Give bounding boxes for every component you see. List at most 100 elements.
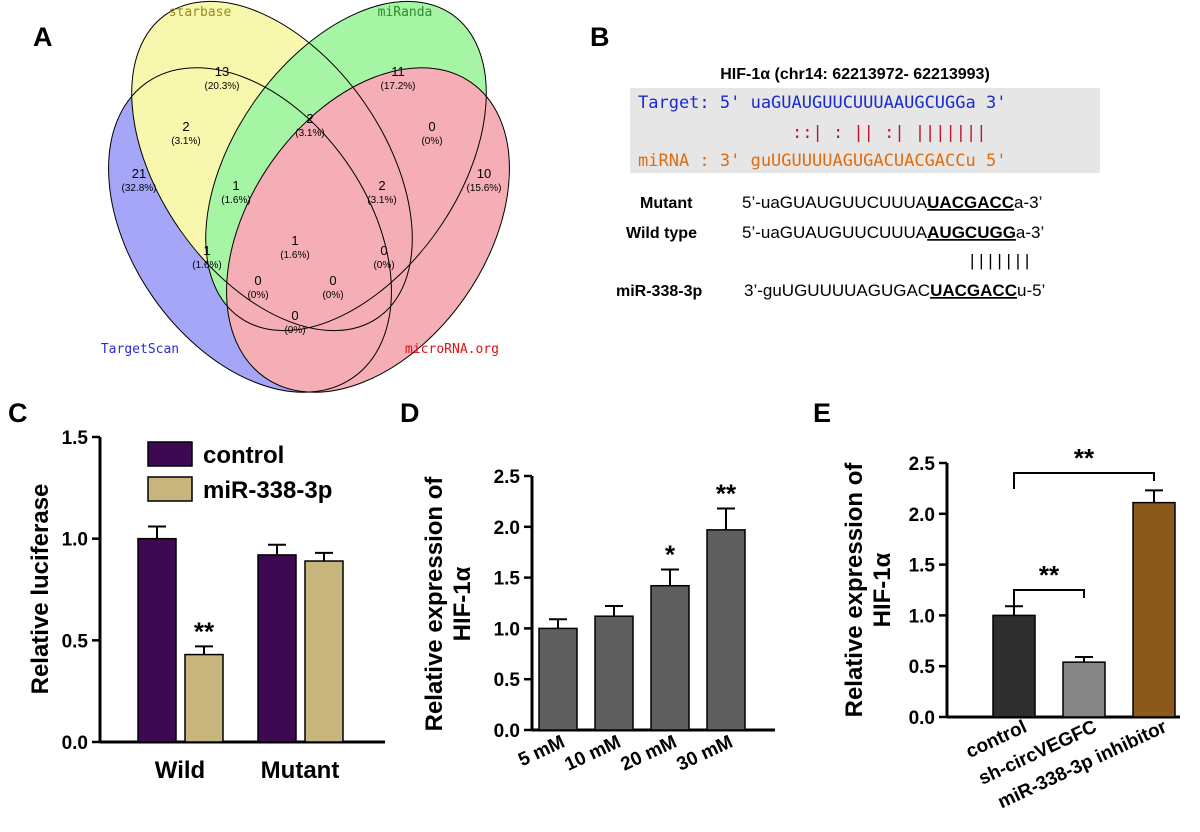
venn-set-label-miranda: miRanda — [378, 5, 433, 20]
bar-mir-338-3p-inhibitor — [1132, 501, 1176, 718]
significance-marker: ** — [1039, 560, 1060, 590]
y-tick-label: 0.5 — [494, 670, 521, 691]
y-tick-label: 0.0 — [62, 733, 88, 754]
venn-count-region: 0 — [380, 243, 387, 258]
venn-set-label-microrna: microRNA.org — [405, 342, 499, 357]
venn-pct-region: (0%) — [247, 290, 268, 301]
y-tick-label: 0.0 — [909, 708, 935, 729]
significance-marker: ** — [194, 616, 215, 646]
venn-count-starbase-only: 13 — [215, 64, 229, 79]
y-tick-label: 2.0 — [494, 518, 520, 539]
bracket-line — [1013, 589, 1085, 606]
y-tick-label: 1.0 — [909, 606, 935, 627]
pairing-bars: | | | | | | | — [970, 251, 1029, 270]
wild-type-label: Wild type — [626, 225, 697, 242]
significance-bracket: ** — [1013, 443, 1155, 489]
bar-30-mm — [706, 529, 746, 731]
bracket-line — [1013, 472, 1155, 489]
y-tick-label: 2.5 — [494, 467, 521, 488]
legend-label: miR-338-3p — [203, 477, 332, 504]
venn-pct-region: (3.1%) — [171, 136, 200, 147]
bar-20-mm — [650, 584, 690, 731]
y-tick-label: 0.5 — [909, 657, 936, 678]
venn-pct-region: (1.6%) — [192, 260, 221, 271]
alignment-mirna-line: miRNA : 3' guUGUUUUAGUGACUACGACCu 5' — [638, 151, 1006, 171]
mir-label: miR-338-3p — [616, 283, 702, 300]
bar-control — [992, 614, 1036, 718]
venn-count-miranda-only: 11 — [391, 64, 405, 79]
venn-pct-starbase-only: (20.3%) — [204, 81, 239, 92]
alignment-target-line: Target: 5' uaGUAUGUUCUUUAAUGCUGGa 3' — [638, 93, 1006, 113]
venn-pct-targetscan-only: (32.8%) — [121, 183, 156, 194]
bar-mutant-mir-338-3p — [304, 560, 344, 743]
venn-pct-region: (0%) — [322, 290, 343, 301]
venn-count-region: 0 — [329, 273, 336, 288]
venn-pct-region: (3.1%) — [367, 195, 396, 206]
venn-count-region: 1 — [203, 243, 210, 258]
y-tick-label: 1.5 — [62, 428, 89, 449]
venn-count-region: 2 — [306, 111, 313, 126]
alignment-pairing-line: ::| : || :| ||||||| — [792, 123, 986, 143]
y-tick-label: 1.5 — [494, 569, 521, 590]
mir-sequence: 3’-guUGUUUUAGUGACUACGACCu-5’ — [744, 281, 1045, 300]
x-category-label: Wild — [155, 757, 205, 784]
venn-count-region: 0 — [291, 308, 298, 323]
bar-mutant-control — [257, 554, 297, 743]
y-tick-label: 2.0 — [909, 505, 935, 526]
venn-ellipse-microrna — [226, 67, 510, 393]
y-axis-title: Relative luciferase — [27, 484, 54, 695]
significance-bracket: ** — [1013, 560, 1085, 606]
venn-count-region: 0 — [428, 119, 435, 134]
venn-pct-miranda-only: (17.2%) — [380, 81, 415, 92]
y-axis-title: Relative expression ofHIF-1α — [421, 476, 476, 732]
x-category-label: 20 mM — [618, 731, 680, 775]
mutant-sequence: 5’-uaGUAUGUUCUUUAUACGACCa-3’ — [742, 193, 1042, 212]
legend-swatch — [147, 476, 193, 502]
venn-set-label-targetscan: TargetScan — [101, 342, 179, 357]
venn-set-label-starbase: starbase — [169, 5, 232, 20]
venn-pct-center: (1.6%) — [280, 250, 309, 261]
significance-marker: ** — [1074, 443, 1095, 473]
bar-wild-control — [137, 537, 177, 743]
mutant-label: Mutant — [640, 195, 693, 212]
venn-count-center: 1 — [291, 233, 298, 248]
y-axis-title: Relative expression ofHIF-1α — [841, 462, 896, 718]
venn-pct-microrna-only: (15.6%) — [466, 183, 501, 194]
alignment-panel: HIF-1α (chr14: 62213972- 62213993) Targe… — [616, 66, 1100, 300]
venn-pct-region: (0%) — [373, 260, 394, 271]
venn-count-targetscan-only: 21 — [132, 166, 146, 181]
significance-marker: * — [665, 539, 676, 569]
alignment-title: HIF-1α (chr14: 62213972- 62213993) — [720, 66, 990, 83]
panel-label-e: E — [813, 398, 831, 428]
wild-type-sequence: 5’-uaGUAUGUUCUUUAAUGCUGGa-3’ — [742, 223, 1044, 242]
y-tick-label: 2.5 — [909, 454, 936, 475]
venn-pct-region: (1.6%) — [221, 195, 250, 206]
panel-label-d: D — [400, 398, 420, 428]
y-tick-label: 0.0 — [494, 721, 520, 742]
venn-pct-region: (0%) — [284, 325, 305, 336]
chart-e: 0.0 0.5 1.0 1.5 2.0 2.5 Relative expression of… — [841, 443, 1180, 813]
bar-wild-mir-338-3p — [184, 653, 224, 743]
venn-count-microrna-only: 10 — [477, 166, 491, 181]
y-tick-label: 1.0 — [62, 530, 88, 551]
chart-d: 0.0 0.5 1.0 1.5 2.0 2.5 Relative expression of… — [421, 467, 775, 776]
y-tick-label: 1.5 — [909, 556, 936, 577]
venn-pct-region: (3.1%) — [295, 128, 324, 139]
alignment-box — [630, 88, 1100, 173]
bar-sh-circvegfc — [1062, 661, 1106, 718]
venn-count-region: 0 — [254, 273, 261, 288]
x-category-label: Mutant — [261, 757, 340, 784]
venn-count-region: 2 — [182, 119, 189, 134]
significance-marker: ** — [716, 479, 737, 509]
venn-count-region: 2 — [378, 178, 385, 193]
venn-pct-region: (0%) — [421, 136, 442, 147]
venn-count-region: 1 — [232, 178, 239, 193]
x-category-label: 5 mM — [515, 731, 568, 771]
x-category-label: 30 mM — [674, 731, 736, 775]
panel-label-a: A — [33, 22, 53, 52]
bar-10-mm — [594, 615, 634, 731]
bar-5-mm — [538, 627, 578, 731]
y-tick-label: 1.0 — [494, 619, 520, 640]
